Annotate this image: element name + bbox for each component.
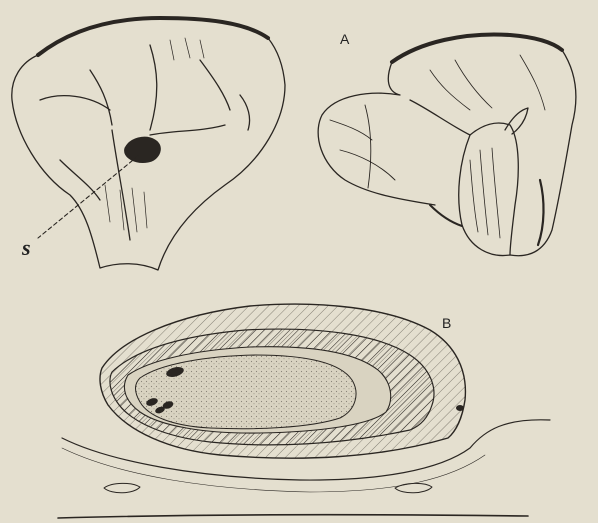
panel-b-label: B — [442, 315, 451, 331]
panel-a-label: A — [340, 31, 350, 47]
panel-b-drawing — [58, 304, 550, 518]
panel-a-left-drawing — [12, 18, 285, 270]
panel-a-right-drawing — [318, 34, 576, 255]
marker-s-label: s — [21, 235, 31, 260]
